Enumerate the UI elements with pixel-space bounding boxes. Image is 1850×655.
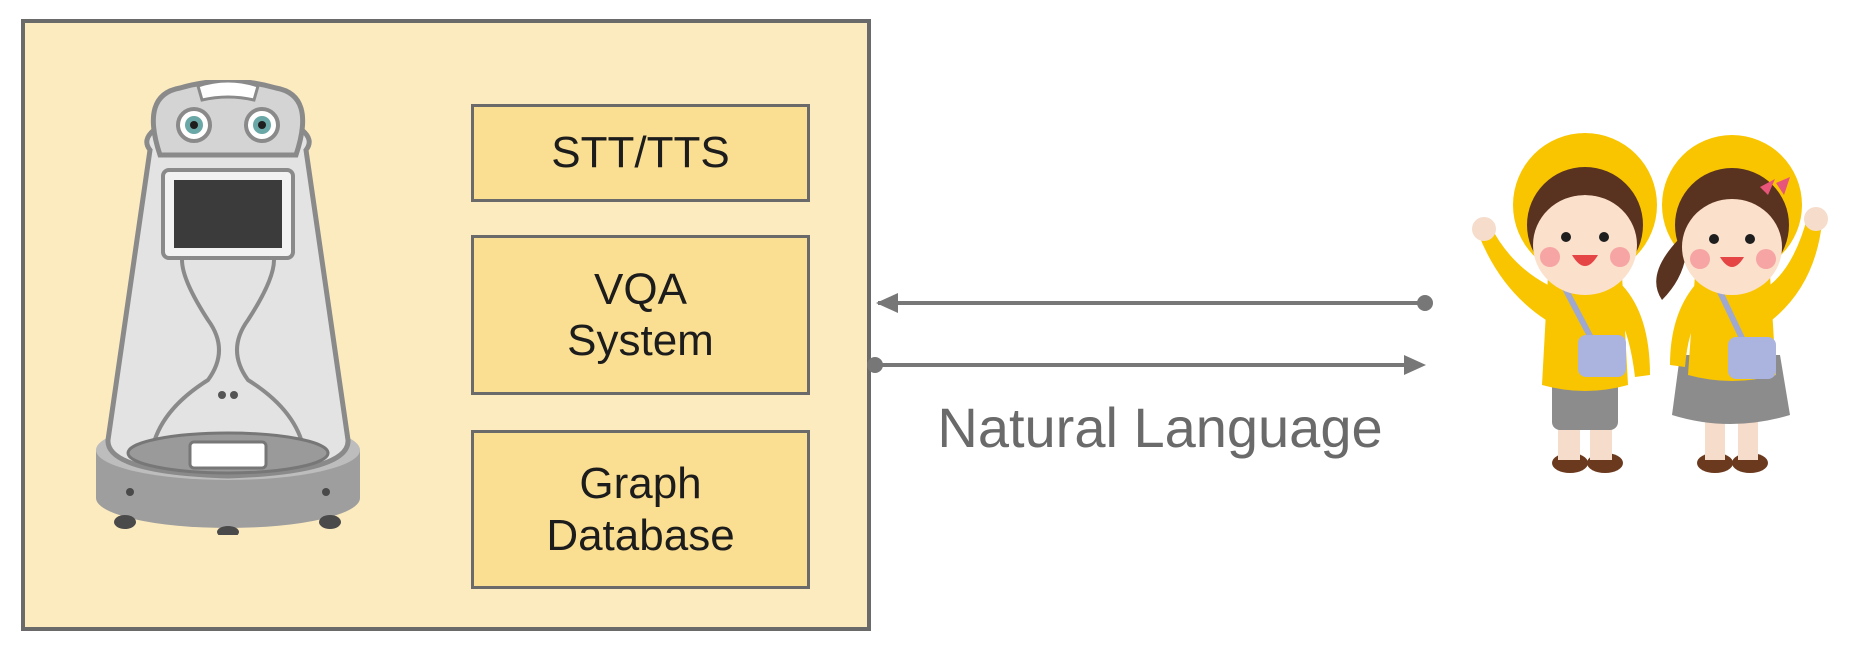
module-graph-database: Graph Database: [471, 430, 810, 589]
module-label: STT/TTS: [551, 128, 730, 178]
boy-figure: [1472, 133, 1657, 473]
module-label: VQA: [594, 264, 687, 314]
robot-icon: [96, 80, 360, 535]
module-label: System: [567, 316, 714, 365]
girl-figure: [1656, 135, 1828, 473]
children-icon: [1472, 133, 1828, 473]
arrow-label: Natural Language: [937, 396, 1383, 459]
module-vqa-system: VQA System: [471, 235, 810, 395]
communication-arrows: [867, 293, 1433, 375]
module-label: Database: [546, 510, 735, 560]
incoming-arrow: [876, 293, 1433, 313]
module-label: Graph: [579, 459, 702, 509]
module-stt-tts: STT/TTS: [471, 104, 810, 202]
outgoing-arrow: [867, 355, 1426, 375]
